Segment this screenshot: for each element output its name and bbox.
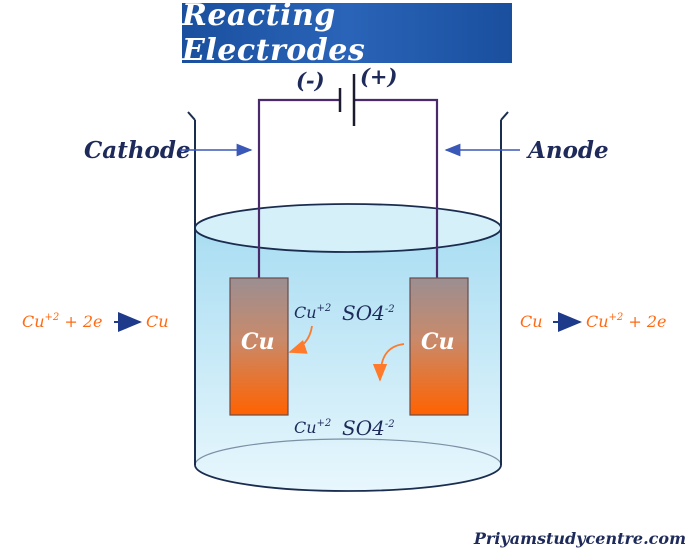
liquid-surface	[194, 203, 502, 253]
beaker-left-lip	[187, 111, 196, 121]
cathode-electrode: Cu	[229, 277, 289, 416]
circuit: (-) (+)	[257, 64, 439, 278]
beaker-bottom-back	[194, 438, 502, 466]
cu-deposition-arrow-icon	[288, 325, 313, 354]
anode-reaction-rhs: Cu+2 + 2e	[586, 312, 667, 331]
ion-cu-upper-symbol: Cu	[294, 303, 317, 322]
cathode-reaction: Cu+2 + 2e Cu	[22, 312, 169, 332]
battery-positive-label: (+)	[360, 64, 397, 89]
anode-reaction-lhs: Cu	[520, 312, 543, 331]
anode-electrode: Cu	[409, 277, 469, 416]
cathode-pointer: Cathode	[84, 137, 253, 164]
battery-negative-label: (-)	[296, 68, 325, 93]
anode-reaction-charge: +2	[609, 312, 624, 323]
ion-so4-upper: SO4-2	[342, 301, 395, 325]
cu-dissolution-arrow-icon	[372, 343, 405, 382]
ion-so4-upper-charge: -2	[385, 304, 395, 315]
ion-so4-lower-charge: -2	[385, 419, 395, 430]
anode-pointer: Anode	[444, 137, 609, 164]
beaker-right-lip	[500, 111, 509, 121]
ion-cu-upper: Cu+2	[294, 303, 331, 322]
cathode-reaction-charge: +2	[45, 312, 60, 323]
ion-so4-lower-symbol: SO4	[342, 416, 385, 440]
watermark: Priyamstudycentre.com	[473, 529, 686, 548]
ions-lower: Cu+2 SO4-2	[294, 416, 395, 440]
anode-wire	[354, 98, 439, 278]
cathode-reaction-lhs: Cu+2 + 2e	[22, 312, 103, 331]
cathode-reaction-rhs: Cu	[146, 312, 169, 331]
anode-reaction-electrons: + 2e	[623, 312, 666, 331]
diagram-title: Reacting Electrodes	[182, 0, 366, 68]
ion-so4-lower: SO4-2	[342, 416, 395, 440]
cathode-label: Cathode	[84, 137, 191, 164]
cathode-reaction-cu: Cu	[22, 312, 45, 331]
ion-so4-upper-symbol: SO4	[342, 301, 385, 325]
cathode-wire	[257, 98, 340, 278]
ion-cu-lower-symbol: Cu	[294, 418, 317, 437]
title-banner: Reacting Electrodes	[182, 0, 512, 68]
anode-electrode-label: Cu	[421, 329, 455, 355]
anode-label: Anode	[526, 137, 609, 164]
cathode-electrode-label: Cu	[241, 329, 275, 355]
ion-cu-lower-charge: +2	[317, 418, 332, 429]
anode-reaction-cu: Cu	[586, 312, 609, 331]
beaker-bottom	[194, 464, 502, 492]
anode-reaction: Cu Cu+2 + 2e	[520, 312, 667, 332]
ion-cu-lower: Cu+2	[294, 418, 331, 437]
ions-upper: Cu+2 SO4-2	[294, 301, 395, 325]
ion-cu-upper-charge: +2	[317, 303, 332, 314]
cathode-reaction-electrons: + 2e	[59, 312, 102, 331]
